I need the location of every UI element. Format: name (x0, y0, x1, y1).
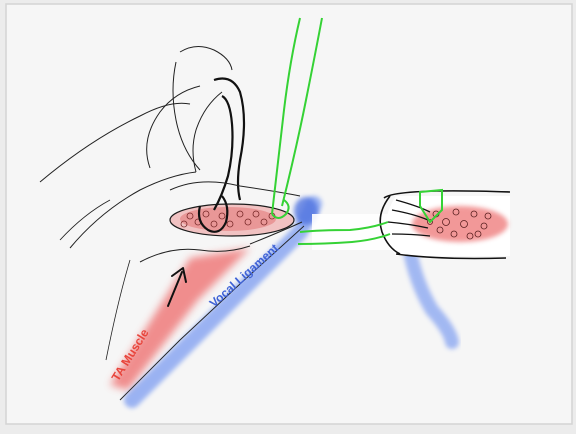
specimen-tissue (412, 206, 508, 242)
